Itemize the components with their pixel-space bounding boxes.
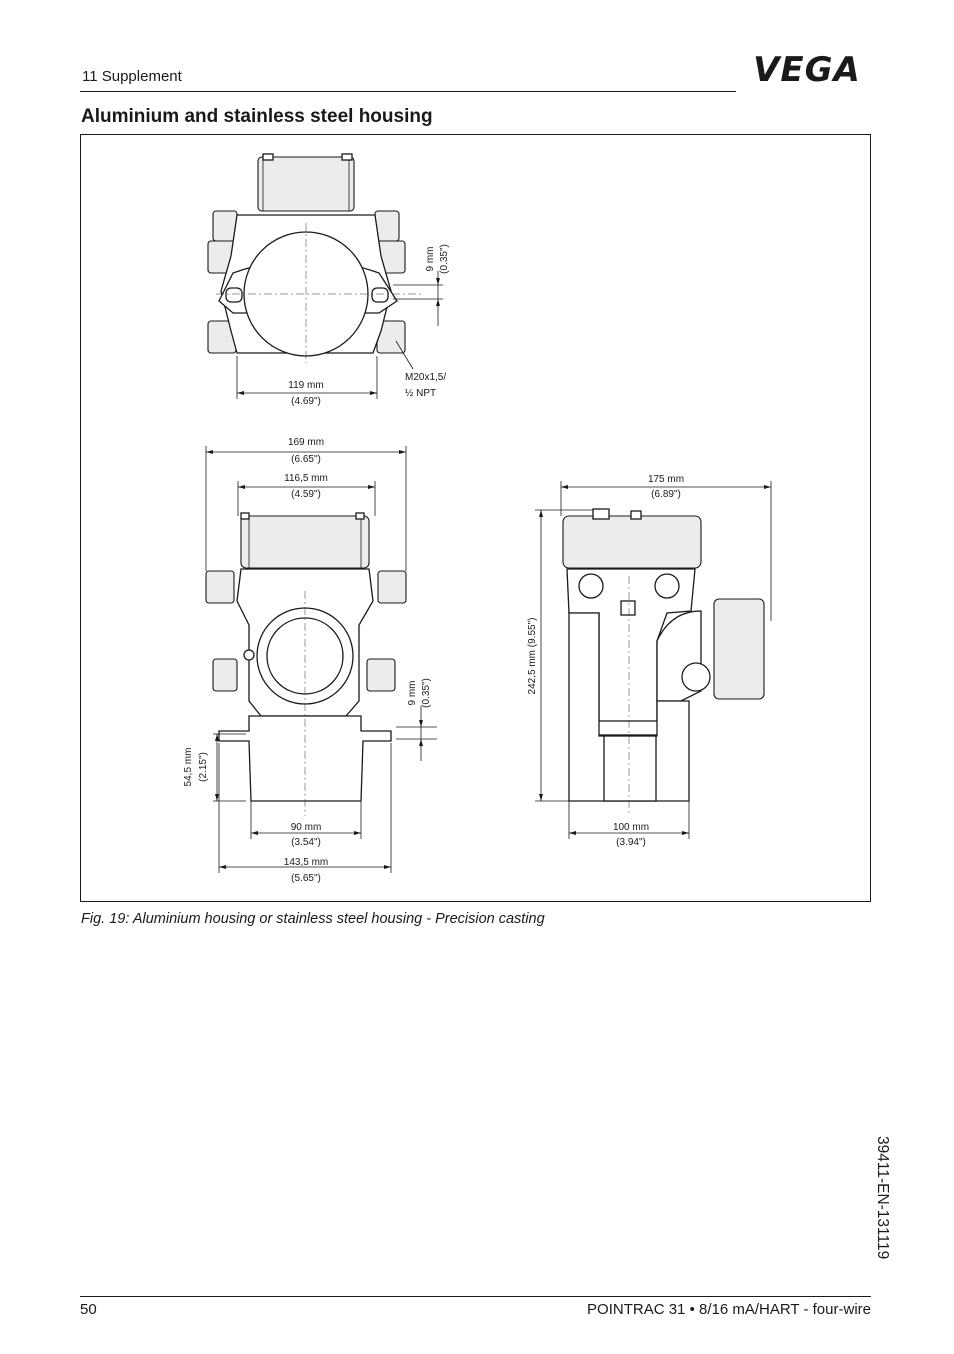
svg-text:119 mm: 119 mm — [288, 380, 323, 391]
svg-text:9 mm: 9 mm — [425, 247, 436, 272]
top-view: 119 mm (4.69") 9 mm (0.35") M20x1,5/ ½ N… — [207, 153, 450, 407]
header-rule — [80, 91, 736, 92]
side-view: 175 mm (6.89") 242,5 mm (9.55") 100 mm (… — [527, 474, 772, 848]
svg-text:(3.94"): (3.94") — [616, 837, 646, 848]
top-view-lid — [257, 156, 355, 212]
svg-text:(4.59"): (4.59") — [291, 489, 321, 500]
svg-text:143,5 mm: 143,5 mm — [284, 857, 328, 868]
svg-text:(6.89"): (6.89") — [651, 489, 681, 500]
svg-text:(6.65"): (6.65") — [291, 454, 321, 465]
svg-text:(3.54"): (3.54") — [291, 837, 321, 848]
document-id: 39411-EN-131119 — [874, 1136, 891, 1260]
svg-text:169 mm: 169 mm — [288, 437, 324, 448]
svg-text:175 mm: 175 mm — [648, 474, 684, 485]
svg-text:54,5 mm: 54,5 mm — [183, 748, 194, 787]
side-view-lid — [562, 515, 702, 569]
cable-gland — [377, 570, 407, 604]
cable-gland — [212, 658, 238, 692]
housing-drawing: 119 mm (4.69") 9 mm (0.35") M20x1,5/ ½ N… — [183, 153, 772, 884]
svg-text:116,5 mm: 116,5 mm — [284, 473, 328, 484]
svg-text:(4.69"): (4.69") — [291, 396, 321, 407]
figure-frame: 119 mm (4.69") 9 mm (0.35") M20x1,5/ ½ N… — [80, 134, 871, 902]
svg-text:242,5 mm (9.55"): 242,5 mm (9.55") — [527, 618, 538, 695]
footer-title: POINTRAC 31 • 8/16 mA/HART - four-wire — [587, 1301, 871, 1318]
svg-text:(2.15"): (2.15") — [198, 752, 209, 782]
svg-text:M20x1,5/: M20x1,5/ — [405, 372, 446, 383]
cable-gland — [366, 658, 396, 692]
cable-gland — [205, 570, 235, 604]
vega-logo: VEGA — [742, 52, 872, 84]
svg-text:½ NPT: ½ NPT — [405, 388, 436, 399]
svg-text:(5.65"): (5.65") — [291, 873, 321, 884]
page-title: Aluminium and stainless steel housing — [81, 106, 433, 127]
header-section-label: 11 Supplement — [82, 68, 182, 85]
svg-text:VEGA: VEGA — [753, 52, 861, 84]
svg-text:(0.35"): (0.35") — [439, 244, 450, 274]
svg-text:90 mm: 90 mm — [291, 822, 322, 833]
svg-text:9 mm: 9 mm — [407, 681, 418, 706]
page-number: 50 — [80, 1301, 97, 1318]
svg-text:100 mm: 100 mm — [613, 822, 649, 833]
front-view-lid — [240, 515, 370, 569]
svg-text:(0.35"): (0.35") — [421, 678, 432, 708]
figure-caption: Fig. 19: Aluminium housing or stainless … — [81, 911, 545, 927]
front-view: 169 mm (6.65") 116,5 mm (4.59") 9 mm (0.… — [183, 437, 437, 884]
side-cable-gland — [713, 598, 765, 700]
footer-rule — [80, 1296, 871, 1297]
